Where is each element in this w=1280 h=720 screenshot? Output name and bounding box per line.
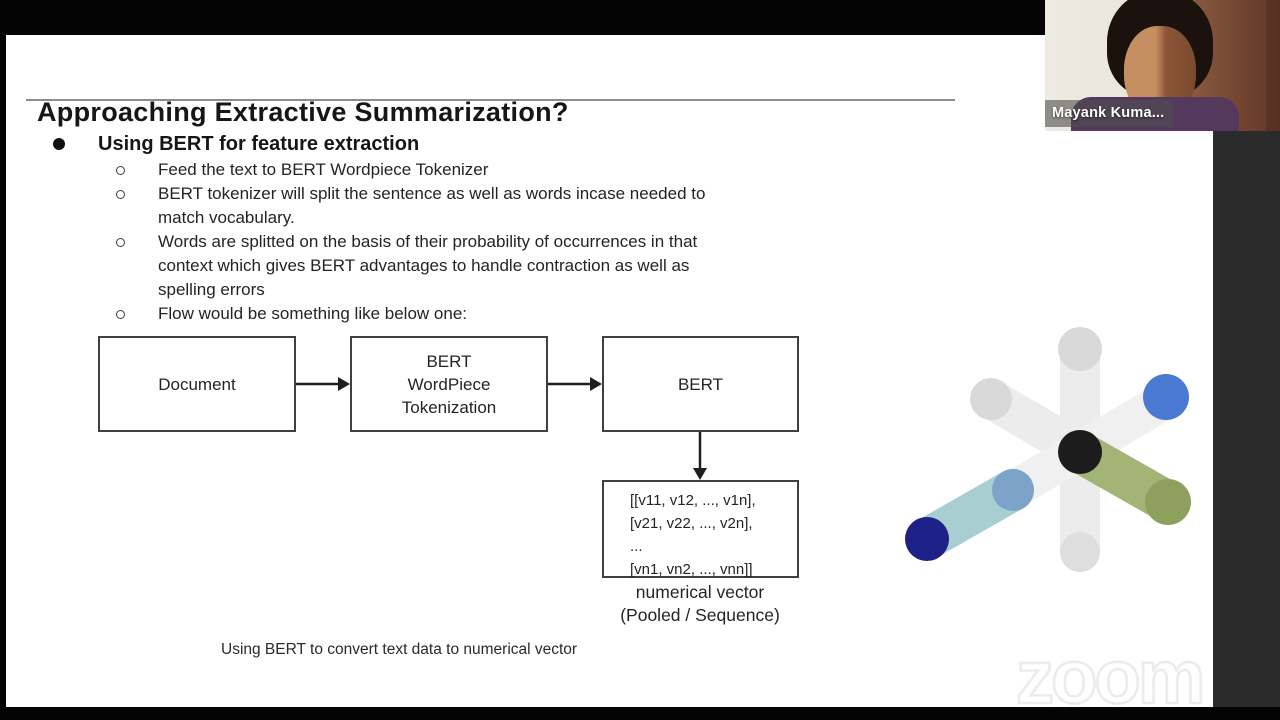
webcam-video-tile[interactable]: Mayank Kuma... [1045, 0, 1280, 131]
slide-canvas: Approaching Extractive Summarization? Us… [6, 35, 1213, 718]
sub-bullet-item: BERT tokenizer will split the sentence a… [158, 184, 706, 227]
right-arrow-icon [296, 377, 350, 391]
logo-circle-top [1058, 327, 1102, 371]
sub-bullet-circle-icon [116, 190, 125, 199]
asterisk-logo [905, 327, 1191, 572]
bullet-dot-icon [53, 138, 65, 150]
webcam-background [1266, 0, 1280, 131]
sub-bullet-item: Words are splitted on the basis of their… [158, 232, 698, 299]
down-arrow-icon [693, 432, 707, 480]
flow-box-tokenizer: BERT WordPiece Tokenization [350, 336, 548, 432]
logo-circle-upper-left [970, 378, 1012, 420]
matrix-output-box: [[v11, v12, ..., v1n], [v21, v22, ..., v… [602, 480, 799, 578]
logo-circle-light-blue [992, 469, 1034, 511]
sub-bullet-circle-icon [116, 238, 125, 247]
sub-bullet-item: Flow would be something like below one: [158, 304, 468, 323]
zoom-watermark: zoom [1015, 643, 1207, 718]
sub-bullet-item: Feed the text to BERT Wordpiece Tokenize… [158, 160, 489, 179]
sub-bullet-list: Feed the text to BERT Wordpiece Tokenize… [158, 158, 878, 326]
logo-circle-bottom [1060, 532, 1100, 572]
participant-name-label: Mayank Kuma... [1045, 100, 1174, 127]
vector-label-line2: (Pooled / Sequence) [620, 605, 780, 625]
flow-box-document: Document [98, 336, 296, 432]
logo-circle-navy [905, 517, 949, 561]
figure-caption: Using BERT to convert text data to numer… [221, 641, 578, 658]
flow-box-bert: BERT [602, 336, 799, 432]
logo-circle-center [1058, 430, 1102, 474]
sub-bullet-circle-icon [116, 310, 125, 319]
title-underline [26, 99, 955, 101]
right-arrow-icon [548, 377, 602, 391]
vector-label-line1: numerical vector [635, 582, 765, 602]
bullet-heading: Using BERT for feature extraction [98, 133, 420, 155]
sub-bullet-circle-icon [116, 166, 125, 175]
slide-title: Approaching Extractive Summarization? [37, 97, 569, 127]
logo-circle-olive [1145, 479, 1191, 525]
zoom-watermark-text: zoom [1016, 643, 1202, 718]
vector-label: numerical vector (Pooled / Sequence) [570, 581, 830, 627]
logo-circle-blue [1143, 374, 1189, 420]
right-letterbox-panel [1213, 131, 1280, 707]
